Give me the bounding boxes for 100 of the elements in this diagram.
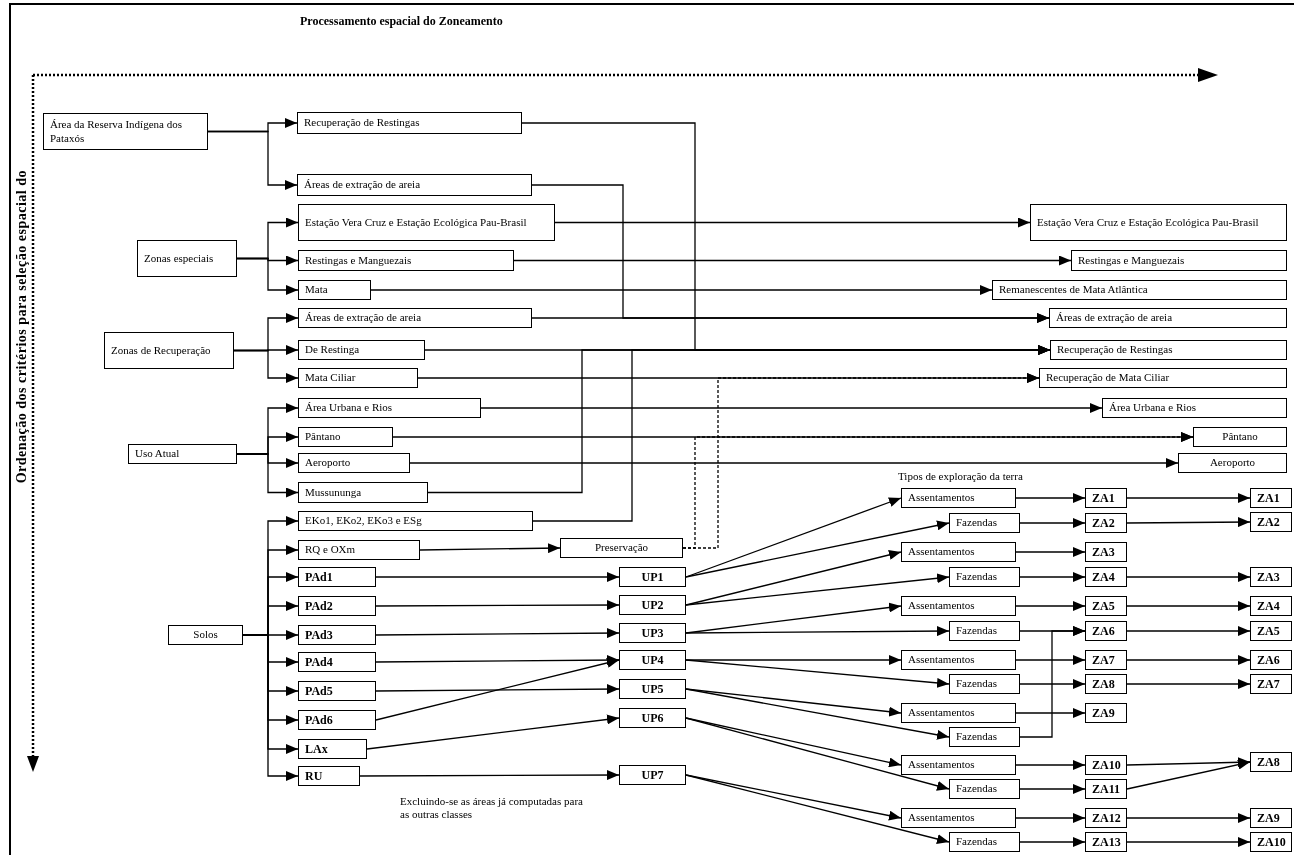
process-box (949, 621, 1020, 641)
process-box (298, 652, 376, 672)
box-text: Recuperação de Mata Ciliar (1046, 371, 1170, 385)
process-box (1085, 779, 1127, 799)
process-box (901, 703, 1016, 723)
connector-arrow (1126, 679, 1251, 689)
process-box (137, 240, 237, 277)
box-text: ZA3 (1257, 569, 1280, 585)
connector-arrow (682, 432, 1194, 549)
connector-arrow (1126, 601, 1251, 611)
process-box (1085, 542, 1127, 562)
box-text: ZA11 (1092, 781, 1120, 797)
connector-arrow (242, 634, 299, 781)
connector-arrow (513, 255, 1072, 266)
box-text: PAd4 (305, 654, 333, 670)
process-box (949, 567, 1020, 587)
box-text: ZA12 (1092, 810, 1121, 826)
process-box (619, 708, 686, 728)
box-text: Assentamentos (908, 758, 975, 772)
process-box (1085, 621, 1127, 641)
box-text: UP7 (641, 767, 664, 783)
box-text: ZA4 (1257, 598, 1280, 614)
box-text: LAx (305, 741, 328, 757)
process-box (298, 398, 481, 418)
connector-arrow (685, 573, 950, 606)
connector-arrow (1126, 837, 1251, 847)
process-box (1085, 488, 1127, 508)
connector-arrow (409, 458, 1179, 468)
connector-arrow (1126, 655, 1251, 665)
box-text: ZA10 (1092, 757, 1121, 773)
connector-arrow (554, 217, 1031, 228)
process-box (298, 681, 376, 701)
box-text: Fazendas (956, 624, 997, 638)
process-box (1085, 832, 1127, 852)
process-box (1049, 308, 1287, 328)
connector-arrow (1126, 493, 1251, 503)
process-box (1250, 621, 1292, 641)
box-text: Fazendas (956, 516, 997, 530)
process-box (1085, 596, 1127, 616)
connector-arrow (1126, 626, 1251, 636)
box-text: ZA13 (1092, 834, 1121, 850)
box-text: ZA9 (1092, 705, 1115, 721)
process-box (1102, 398, 1287, 418)
box-text: PAd6 (305, 712, 333, 728)
connector-arrow (1015, 813, 1086, 823)
process-box (298, 540, 420, 560)
connector-arrow (685, 497, 902, 578)
box-text: Área Urbana e Rios (1109, 401, 1197, 415)
box-text: RU (305, 768, 323, 784)
box-text: RQ e OXm (305, 543, 356, 557)
connector-arrow (1015, 547, 1086, 557)
process-box (298, 596, 376, 616)
connector-arrow (1019, 837, 1086, 847)
box-text: Fazendas (956, 730, 997, 744)
connector-arrow (1126, 759, 1251, 790)
box-text: ZA10 (1257, 834, 1286, 850)
process-box (298, 368, 418, 388)
process-box (297, 174, 532, 196)
box-text: ZA2 (1092, 515, 1115, 531)
process-box (1250, 488, 1292, 508)
box-text: Mussununga (305, 485, 362, 500)
process-box (298, 340, 425, 360)
box-text: ZA1 (1092, 490, 1115, 506)
process-box (298, 766, 360, 786)
connector-arrow (532, 345, 1051, 522)
process-box (1250, 674, 1292, 694)
process-box (901, 542, 1016, 562)
box-text: Assentamentos (908, 545, 975, 559)
process-box (298, 567, 376, 587)
connector-arrow (1019, 784, 1086, 794)
box-text: Restingas e Manguezais (305, 253, 412, 268)
box-text: Zonas especiais (144, 251, 214, 266)
box-text: PAd5 (305, 683, 333, 699)
process-box (298, 280, 371, 300)
diagram-title: Processamento espacial do Zoneamento (300, 14, 503, 29)
connector-arrow (366, 714, 620, 750)
process-box (1030, 204, 1287, 241)
box-text: ZA8 (1092, 676, 1115, 692)
connector-arrow (419, 543, 561, 554)
process-box (1085, 650, 1127, 670)
process-box (1085, 808, 1127, 828)
box-text: EKo1, EKo2, EKo3 e ESg (305, 514, 422, 528)
connector-arrow (1019, 518, 1086, 528)
box-text: ZA6 (1257, 652, 1280, 668)
box-text: ZA8 (1257, 754, 1280, 770)
process-box (1250, 596, 1292, 616)
process-box (949, 832, 1020, 852)
process-box (1193, 427, 1287, 447)
connector-arrow (375, 628, 620, 639)
process-box (1178, 453, 1287, 473)
box-text: Fazendas (956, 677, 997, 691)
box-text: Assentamentos (908, 599, 975, 613)
connector-arrow (531, 313, 1050, 323)
process-box (619, 679, 686, 699)
connector-arrow (685, 520, 950, 578)
connector-arrow (1015, 493, 1086, 503)
process-box (297, 112, 522, 134)
process-box (1250, 752, 1292, 772)
process-box (949, 727, 1020, 747)
connector-arrow (685, 659, 950, 688)
